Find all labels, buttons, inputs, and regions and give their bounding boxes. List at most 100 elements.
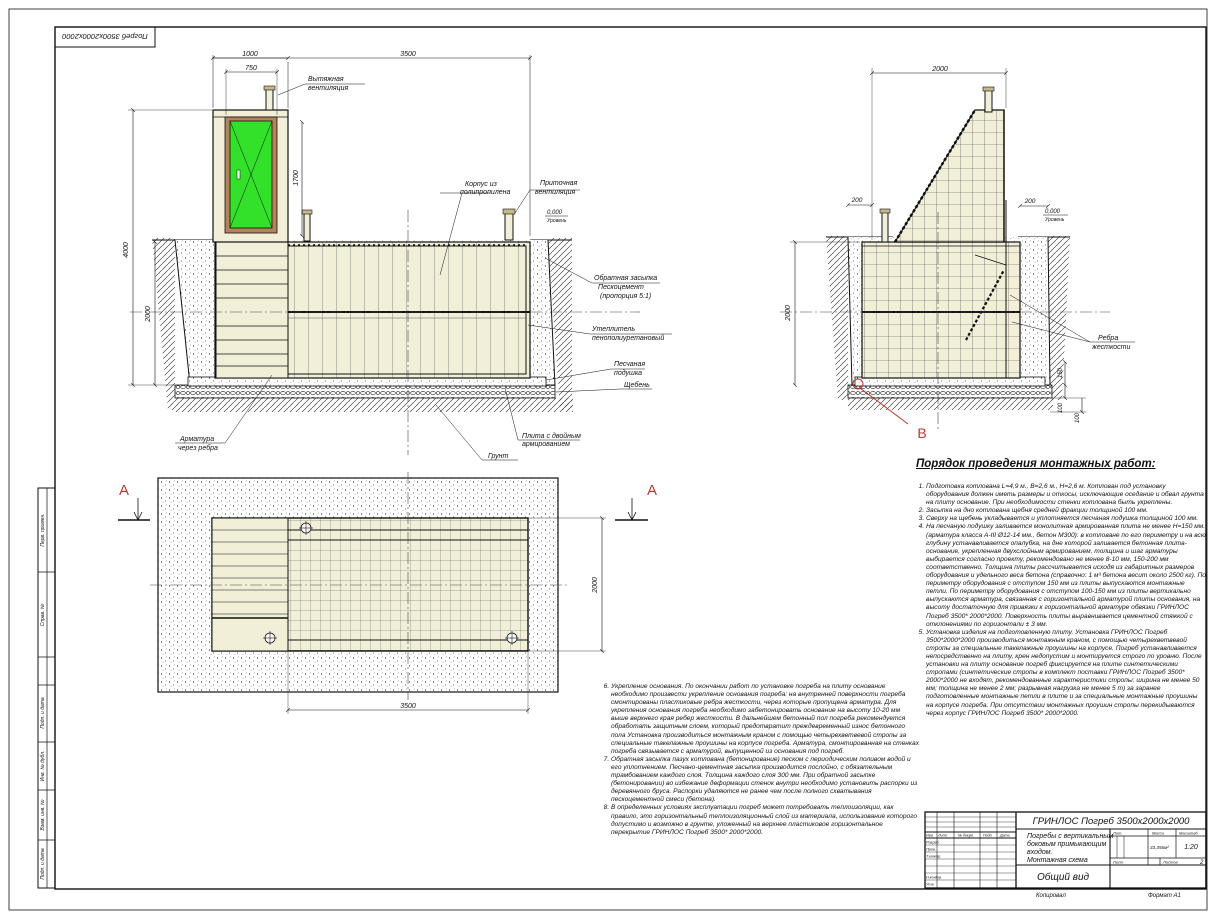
dim-door-height: 1700 [293, 170, 300, 186]
left-stamp-5: Подп. и дата [40, 848, 46, 880]
note-1: Подготовка котлована L=4,9 м., B=2,6 м.,… [926, 483, 1206, 507]
tb-col-sheet: Лист [1112, 860, 1124, 865]
note-6: Укрепление основания. По окончании работ… [611, 683, 919, 756]
tb-project: ГРИНЛОС Погреб 3500х2000х2000 [1033, 816, 1191, 827]
label-backfill-2: Пескоцемент [598, 284, 644, 291]
tb-copied: Копировал [1036, 893, 1066, 899]
plan-vent-1-icon [299, 521, 313, 535]
note-3: Сверху на щебень укладывается и уплотняе… [926, 515, 1206, 523]
tb-row-4: Т.контр. [926, 855, 941, 859]
label-insulation-1: Утеплитель [591, 326, 635, 333]
tb-col-1: Подп. [983, 834, 993, 838]
tb-desc-1: Погребы с вертикальным [1027, 832, 1113, 840]
label-slab-2: армированием [522, 441, 570, 448]
section-b-label: B [917, 425, 926, 441]
label-insulation-2: пенополиуретановый [592, 334, 664, 342]
side-dim-top: 2000 [931, 66, 948, 73]
tb-row-1: Лист [937, 834, 947, 838]
side-dim-right-offset: 200 [1024, 198, 1036, 205]
side-soil-bottom [848, 398, 1053, 410]
front-level-sub: Уровень [547, 218, 567, 224]
tb-row-2: Разраб. [926, 841, 940, 845]
label-rebar-1: Арматура [179, 436, 214, 443]
notes-heading: Порядок проведения монтажных работ: [916, 458, 1156, 470]
side-soil-right [1048, 236, 1070, 400]
label-body-1: Корпус из [465, 181, 498, 188]
front-soil-right [548, 238, 572, 410]
tb-format: Формат A1 [1148, 893, 1181, 899]
front-level-mark: 0,000 [547, 210, 563, 216]
label-ribs-1: Ребра [1098, 334, 1118, 342]
outer-frame [8, 8, 1208, 911]
side-dim-left-offset: 200 [851, 197, 863, 204]
label-supply-vent-1: Приточная [540, 180, 578, 187]
supply-vent-pipe-right [504, 211, 514, 241]
side-exhaust-pipe [984, 89, 993, 113]
plan-vent-3-icon [263, 631, 277, 645]
tb-col-2: Дата [999, 834, 1009, 838]
front-soil-left [152, 238, 175, 410]
tb-sheet-no: 2 [1199, 860, 1204, 866]
tb-row-3: Пров. [926, 848, 936, 852]
side-body [861, 241, 1021, 379]
side-gravel-layer [847, 384, 1053, 399]
tb-col-0: № докум. [958, 834, 974, 838]
side-soil-left [826, 236, 848, 400]
note-2: Засыпка на дно котлована щебня средней ф… [926, 507, 1206, 515]
exhaust-vent-pipe [265, 87, 274, 111]
notes-right-column: Подготовка котлована L=4,9 м., B=2,6 м.,… [916, 483, 1206, 718]
side-dim-150: 150 [1058, 367, 1064, 378]
tb-desc-3: входом. [1027, 848, 1053, 856]
tb-row-6: Утв. [926, 883, 935, 887]
top-stamp-text: Погреб 3500х2000х2000 [61, 32, 147, 41]
notes-left-column: Укрепление основания. По окончании работ… [601, 683, 919, 837]
front-view: 1000 3500 750 4000 2000 1700 0,000 Урове… [123, 51, 672, 461]
label-slab-1: Плита с двойным [522, 432, 581, 440]
label-backfill-1: Обратная засыпка [594, 274, 657, 282]
tb-col-mass: Масса [1152, 831, 1165, 836]
dim-body-height: 2000 [145, 306, 152, 323]
label-body-2: полипропилена [460, 189, 511, 196]
tb-desc-2: боковым примыкающим [1027, 840, 1106, 848]
note-4: На песчаную подушку заливается монолитна… [926, 523, 1206, 628]
side-view: 2000 200 200 2000 0,000 Уровень 150 100 … [780, 66, 1135, 441]
side-supply-pipe [881, 211, 889, 243]
label-sand-2: подушка [614, 369, 642, 377]
dim-door-width: 750 [245, 65, 257, 72]
tb-sheet-title: Общий вид [1037, 871, 1090, 883]
dim-top-total: 3500 [400, 51, 416, 58]
top-stamp-box [54, 26, 156, 48]
left-stamp-4: Взам. инв. № [40, 799, 46, 831]
left-stamp-2: Подп. и дата [40, 697, 46, 729]
label-soil: Грунт [488, 453, 509, 460]
label-ribs-2: жесткости [1091, 344, 1130, 351]
note-7: Обратная засыпка пазух котлована (бетони… [611, 756, 919, 805]
inner-frame [54, 26, 1207, 890]
side-level-mark: 0,000 [1045, 209, 1061, 215]
title-block: Изм. Лист № докум. Подп. Дата Разраб. Пр… [924, 811, 1207, 899]
side-dim-height: 2000 [785, 305, 792, 322]
label-sand-1: Песчаная [614, 361, 645, 368]
front-body-inner [287, 245, 527, 375]
side-dim-100b: 100 [1075, 412, 1081, 423]
front-stairs [215, 241, 289, 379]
tb-col-lit: Лит. [1112, 831, 1122, 836]
tb-row-0: Изм. [926, 834, 934, 838]
dim-height-total: 4000 [123, 242, 130, 258]
label-gravel: Щебень [624, 381, 650, 389]
tb-scale: 1:20 [1184, 844, 1198, 851]
plan-dim-width: 2000 [592, 577, 599, 594]
label-rebar-2: через ребра [178, 444, 218, 452]
left-stamp-column: Перв. примен. Справ. № Подп. и дата Инв.… [37, 487, 56, 889]
label-backfill-3: (пропорция 5:1) [600, 293, 651, 300]
plan-dim-length: 3500 [400, 703, 416, 710]
tb-col-sheets: Листов [1162, 860, 1178, 865]
left-stamp-0: Перв. примен. [40, 513, 46, 546]
left-stamp-1: Справ. № [40, 603, 46, 626]
door-handle [236, 169, 241, 180]
plan-vent-2-icon [505, 631, 519, 645]
tb-desc-4: Монтажная схема [1027, 857, 1088, 864]
front-soil-bottom [175, 398, 573, 412]
section-a-right: A [647, 482, 657, 499]
